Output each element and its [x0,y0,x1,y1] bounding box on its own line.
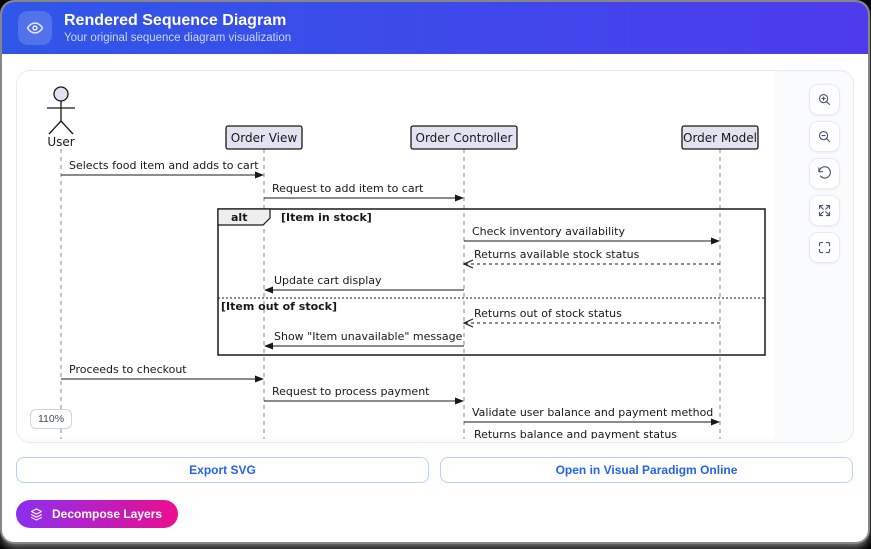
filled-arrowhead [264,286,273,294]
message-label: Validate user balance and payment method [472,406,713,419]
actor-head [53,86,69,102]
filled-arrowhead [264,342,273,350]
expand-button[interactable] [809,195,840,226]
fullscreen-corners-icon [818,241,831,254]
participant-label: Order Controller [416,131,513,145]
eye-icon [18,11,52,45]
app-window: Rendered Sequence Diagram Your original … [2,2,868,542]
message-label: Returns available stock status [474,248,640,261]
participant-label: Order View [231,131,298,145]
participant-box [410,125,518,150]
actor-figure [60,120,74,135]
alt-operator-pentagon [217,208,271,226]
alt-fragment-frame [217,208,766,356]
page-subtitle: Your original sequence diagram visualiza… [64,31,292,44]
expand-arrows-icon [818,204,831,217]
rotate-ccw-icon [818,166,831,179]
filled-arrowhead [255,375,264,383]
zoom-in-button[interactable] [809,84,840,115]
filled-arrowhead [455,397,464,405]
participant-label: User [47,135,74,149]
decompose-layers-label: Decompose Layers [52,507,163,521]
filled-arrowhead [455,194,464,202]
filled-arrowhead [711,418,720,426]
actor-figure [48,120,62,135]
message-label: Show "Item unavailable" message [274,330,463,343]
page-title: Rendered Sequence Diagram [64,11,287,29]
open-visual-paradigm-button[interactable]: Open in Visual Paradigm Online [440,457,853,483]
reset-view-button[interactable] [809,158,840,189]
zoom-out-button[interactable] [809,121,840,152]
message-label: Returns balance and payment status [474,428,677,439]
actions-row: Export SVG Open in Visual Paradigm Onlin… [16,457,853,483]
message-label: Proceeds to checkout [69,363,187,376]
layers-icon [30,507,43,521]
sequence-diagram-canvas[interactable]: alt [Item in stock] [Item out of stock] Use… [17,71,775,442]
participant-label: Order Model [683,131,757,145]
message-label: Returns out of stock status [474,307,622,320]
message-label: Request to process payment [272,385,430,398]
message-label: Request to add item to cart [272,182,424,195]
message-label: Selects food item and adds to cart [69,159,259,172]
message-label: Update cart display [274,274,382,287]
export-svg-button[interactable]: Export SVG [16,457,429,483]
diagram-background [17,71,775,439]
filled-arrowhead [255,171,264,179]
zoom-level-badge: 110% [30,409,73,429]
participant-box [225,125,303,150]
decompose-layers-button[interactable]: Decompose Layers [16,500,179,528]
guard-label: [Item out of stock] [221,300,337,313]
diagram-viewer: alt [Item in stock] [Item out of stock] Use… [16,70,854,443]
zoom-out-icon [818,130,831,143]
viewer-controls [809,84,840,263]
fit-to-screen-button[interactable] [809,232,840,263]
viewer-header: Rendered Sequence Diagram Your original … [2,2,868,54]
zoom-in-icon [818,93,831,106]
message-label: Check inventory availability [472,225,625,238]
alt-operator-label: alt [231,211,247,224]
filled-arrowhead [711,237,720,245]
guard-label: [Item in stock] [281,211,372,224]
open-arrowhead [462,259,474,269]
participant-box [681,125,759,150]
open-arrowhead [462,318,474,328]
